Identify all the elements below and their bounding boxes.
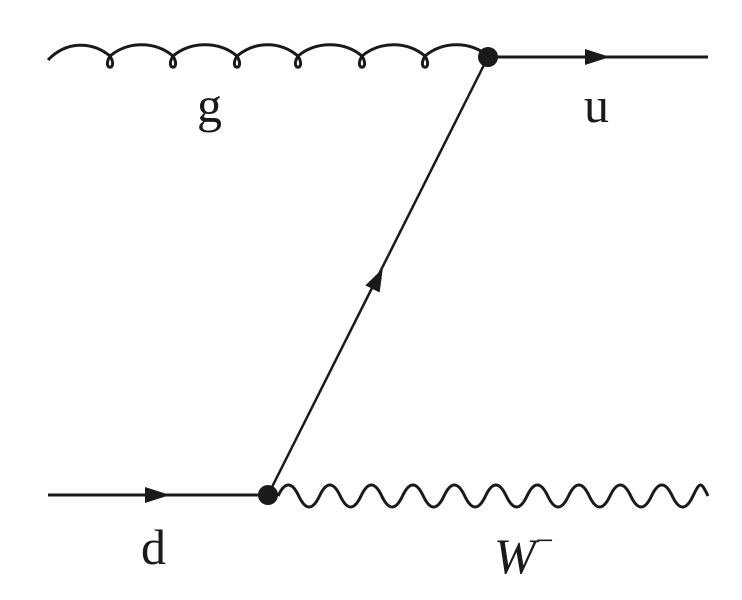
gluon-line <box>46 43 489 69</box>
vertex-bottom <box>258 485 278 505</box>
w-boson-symbol: W <box>494 528 536 584</box>
w-boson-line <box>276 483 710 509</box>
gluon-label: g <box>197 77 222 133</box>
down-quark-arrow <box>145 487 170 503</box>
w-boson-label: W− <box>494 524 554 581</box>
vertex-top <box>478 47 498 67</box>
w-boson-charge: − <box>535 522 554 558</box>
up-quark-arrow <box>585 49 610 65</box>
up-quark-label: u <box>584 77 609 133</box>
propagator-arrow <box>365 268 383 293</box>
down-quark-label: d <box>141 519 166 575</box>
